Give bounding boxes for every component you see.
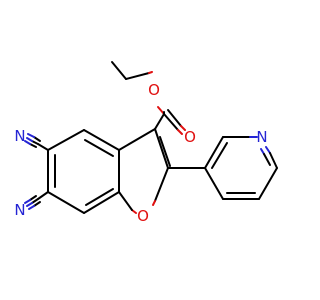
bond-cn-upper-2 [33,136,41,142]
bond-cn-lower-3-blue [28,205,35,210]
bond-pyr-c2-double [211,142,228,169]
bond-pyr-n-c6 [269,152,278,169]
bond-c4-c5 [47,129,85,151]
bond-pyr-c2 [204,136,224,169]
pyridine-nitrogen-label: N [256,128,267,146]
molecule-diagram: O O O N N N [14,61,278,225]
furan-oxygen-label: O [137,207,149,225]
bond-c3-c2 [154,128,169,169]
bond-c3-c3a [118,128,156,151]
bond-ch2-o-red [148,71,153,74]
bond-carbonyl-ring [154,113,165,130]
bond-co-2-red [180,125,186,131]
bond-c3-c2-double [159,136,171,167]
carbonyl-oxygen-label: O [184,128,196,146]
bond-cn-upper-1 [31,140,39,145]
bond-ch2-o [125,72,150,80]
bond-cn-upper-3 [29,143,37,148]
structure-canvas: O O O N N N [14,61,278,225]
bond-c6-c7 [47,191,85,214]
bond-c5-cn [37,143,49,151]
bond-cn-lower-1-blue [26,202,33,207]
bond-c7-c7a-double [85,188,114,206]
bond-pyr-c6-c5 [258,167,278,200]
bond-pyr-c4-c3 [204,167,224,200]
bond-methyl-ch2 [111,61,127,80]
bond-co-1-red [177,129,183,135]
bond-cn-upper-3-blue [24,140,31,145]
nitrile-nitrogen-lower-label: N [14,201,25,219]
bond-pyr-n-c6-double [263,153,271,166]
nitrile-nitrogen-upper-label: N [14,127,25,145]
bond-cn-lower-2 [29,195,37,201]
bond-cn-lower-1 [31,198,39,204]
bond-pyr-n-c6-blue [265,146,271,154]
bond-co-2 [167,109,182,127]
bond-c6-cn [37,191,49,200]
bond-cn-lower-2-blue [24,199,31,204]
bond-cn-upper-2-blue [27,133,35,138]
bond-co-1 [163,113,179,131]
ester-oxygen-label: O [148,81,160,99]
bond-c7-c7a [83,191,120,214]
bond-cn-upper-1-blue [26,137,33,142]
bond-c3a-c4-double [84,139,114,157]
bond-c2-o [154,167,169,202]
bond-c3a-c4 [83,129,120,151]
bond-cn-lower-3 [33,201,41,207]
bond-o-c7a [118,191,133,211]
bond-c2-o-red [152,200,156,206]
